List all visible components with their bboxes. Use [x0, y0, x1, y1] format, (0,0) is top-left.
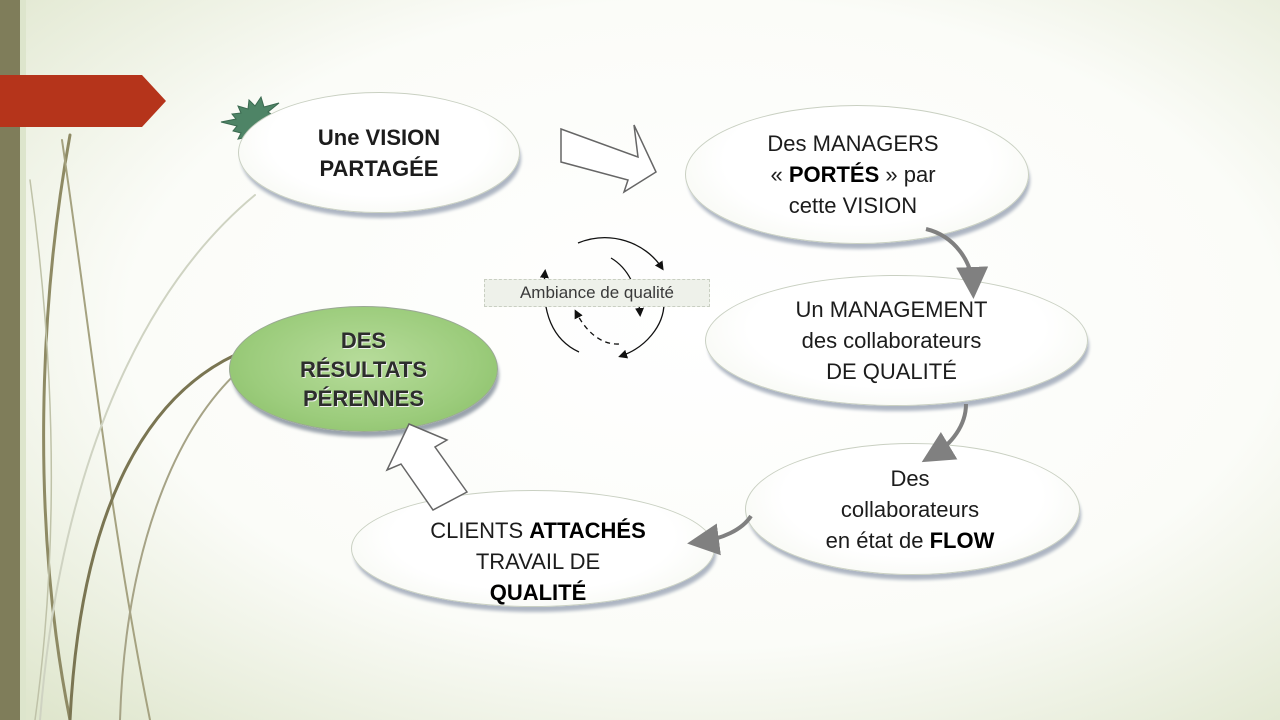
- grass-decoration: [29, 133, 256, 720]
- accent-tab: [0, 75, 166, 127]
- node-text: « PORTÉS » par: [770, 162, 936, 187]
- node-lasting-results: DES RÉSULTATS PÉRENNES: [229, 306, 498, 432]
- node-text: Des: [890, 465, 930, 491]
- node-text: TRAVAIL DE: [475, 549, 601, 574]
- node-managers: Des MANAGERS « PORTÉS » par cette VISION: [685, 105, 1029, 244]
- node-text: QUALITÉ: [489, 580, 587, 605]
- node-text: en état de FLOW: [825, 527, 995, 553]
- node-text: cette VISION: [788, 193, 918, 218]
- node-quality-management: Un MANAGEMENT des collaborateurs DE QUAL…: [705, 275, 1088, 406]
- node-text: collaborateurs: [840, 496, 980, 522]
- node-text: Un MANAGEMENT: [795, 297, 988, 322]
- node-text: Une VISION: [317, 124, 441, 150]
- left-bar: [0, 0, 20, 720]
- ambiance-label: Ambiance de qualité: [484, 279, 710, 307]
- node-shared-vision: Une VISION PARTAGÉE: [238, 92, 520, 213]
- node-text: PARTAGÉE: [319, 155, 439, 181]
- node-text: des collaborateurs: [801, 328, 982, 353]
- node-text: RÉSULTATS: [299, 356, 428, 382]
- node-text: DE QUALITÉ: [826, 359, 957, 384]
- node-text: DES: [340, 327, 387, 353]
- node-text: CLIENTS ATTACHÉS: [430, 518, 646, 543]
- node-text: Des MANAGERS: [767, 131, 939, 156]
- node-text: PÉRENNES: [302, 385, 425, 411]
- node-clients: CLIENTS ATTACHÉS TRAVAIL DE QUALITÉ: [351, 490, 715, 607]
- node-flow: Des collaborateurs en état de FLOW: [745, 443, 1080, 575]
